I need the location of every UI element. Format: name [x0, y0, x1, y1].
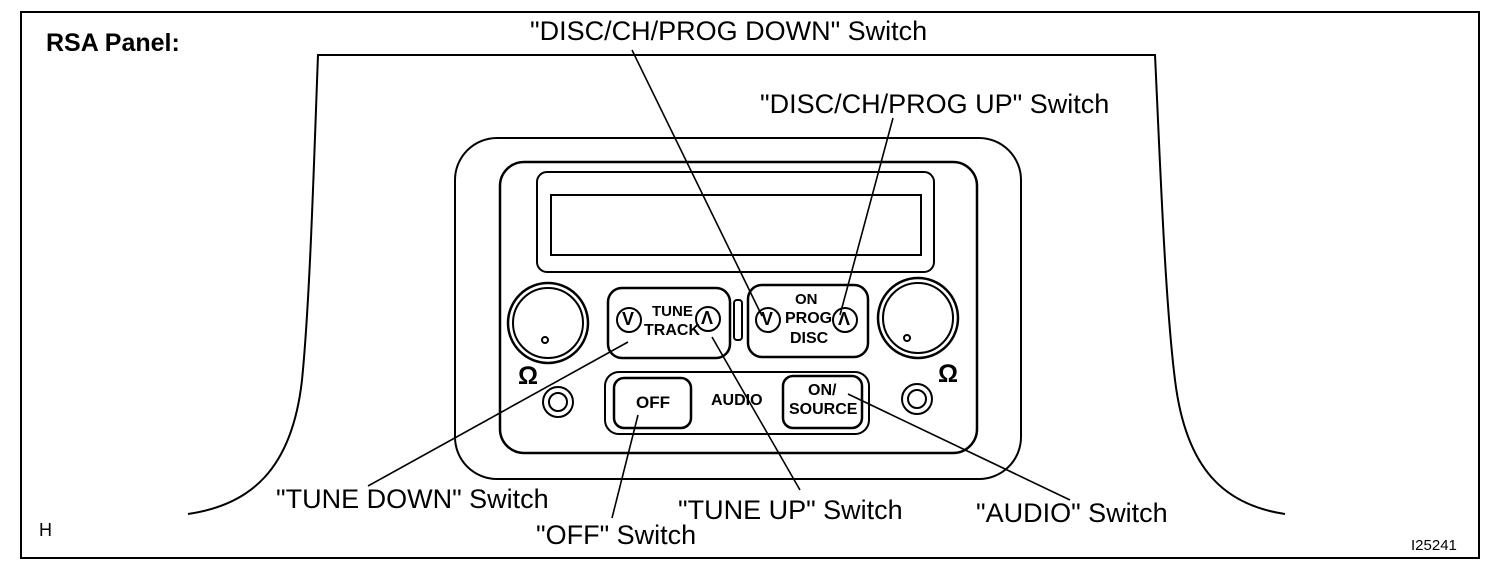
on-source-label-1: ON/ — [808, 382, 837, 399]
leader-disc-up — [839, 117, 894, 316]
indicator-slot — [733, 299, 743, 341]
right-volume-knob — [876, 276, 960, 360]
headphone-icon: Ω — [938, 360, 959, 388]
callout-tune-down: "TUNE DOWN" Switch — [276, 484, 549, 514]
audio-label: AUDIO — [711, 392, 763, 409]
chevron-down-glyph: V — [761, 309, 774, 329]
leader-off — [611, 414, 639, 519]
leader-disc-down — [631, 49, 763, 317]
prog-label: PROG — [785, 310, 833, 327]
right-headphone-jack — [901, 383, 933, 415]
on-source-label-2: SOURCE — [789, 401, 858, 418]
panel-title: RSA Panel: — [46, 29, 180, 57]
trim-outline — [187, 54, 1286, 515]
left-volume-knob — [506, 281, 590, 365]
left-headphone-jack — [542, 386, 574, 418]
on-label: ON — [795, 291, 818, 308]
audio-group — [604, 371, 870, 435]
figure-frame — [20, 11, 1480, 559]
tune-label: TUNE — [652, 303, 693, 320]
figure-id: I25241 — [1411, 537, 1457, 554]
knob-icon — [541, 336, 549, 344]
panel-housing — [498, 160, 979, 455]
callout-tune-up: "TUNE UP" Switch — [678, 495, 903, 525]
off-button — [612, 376, 693, 430]
callout-off: "OFF" Switch — [536, 520, 697, 550]
chevron-down-icon — [616, 307, 642, 333]
headphone-icon: Ω — [518, 362, 539, 390]
display-window — [536, 171, 935, 273]
display-screen — [550, 194, 922, 256]
disc-label: DISC — [790, 330, 829, 347]
callout-disc-down: "DISC/CH/PROG DOWN" Switch — [530, 16, 928, 46]
corner-mark: H — [39, 520, 52, 540]
track-label: TRACK — [644, 322, 700, 339]
on-source-button — [781, 374, 864, 430]
tune-track-button — [606, 286, 732, 360]
disc-prog-button — [746, 283, 870, 359]
chevron-down-glyph: V — [622, 309, 635, 329]
leader-tune-down — [367, 341, 629, 487]
leader-tune-up — [711, 336, 801, 491]
off-button-label: OFF — [636, 393, 670, 412]
panel-bezel — [454, 137, 1022, 480]
callout-audio: "AUDIO" Switch — [976, 498, 1168, 528]
callout-disc-up: "DISC/CH/PROG UP" Switch — [760, 89, 1110, 119]
chevron-up-glyph: Λ — [838, 309, 851, 329]
chevron-up-icon — [695, 306, 721, 332]
leader-audio — [847, 393, 1071, 501]
chevron-up-glyph: Λ — [701, 308, 714, 328]
